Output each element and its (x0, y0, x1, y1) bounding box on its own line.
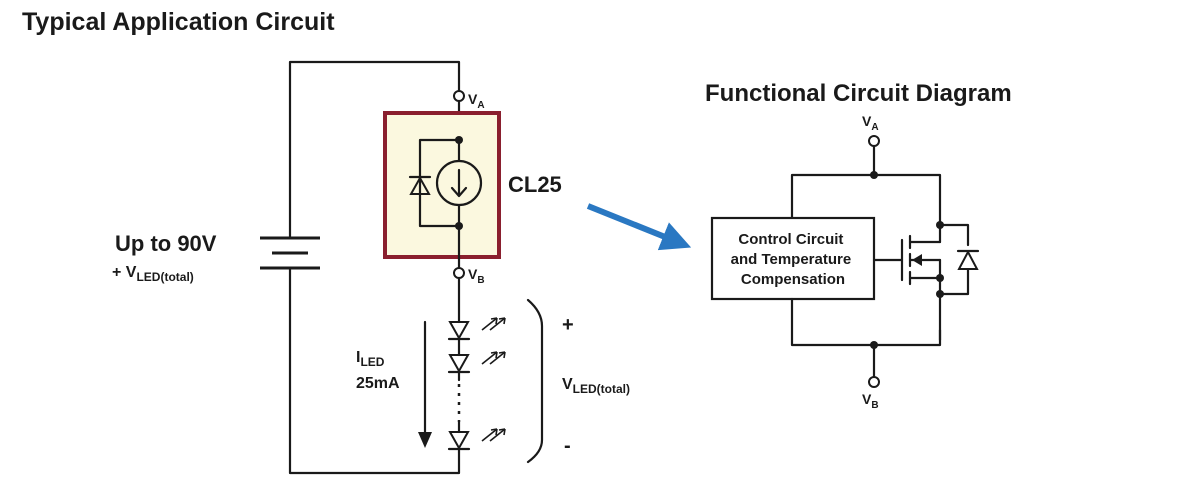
func-top-rail (790, 173, 942, 227)
iled-label: ILED (356, 349, 385, 369)
func-body-diode-icon (938, 223, 980, 296)
application-circuit: Up to 90V + VLED(total) VA CL25 (112, 60, 630, 475)
led-icon (447, 354, 471, 382)
vled-plus-label: + (562, 314, 574, 336)
terminal-va (453, 90, 465, 102)
light-emission-icon (481, 317, 506, 331)
led-string (447, 317, 506, 454)
func-vb-label: VB (862, 391, 879, 411)
left-title: Typical Application Circuit (22, 8, 335, 36)
vled-bracket (526, 298, 544, 464)
supply-vled-label: + VLED(total) (112, 264, 194, 284)
cl25-device-box (383, 111, 501, 259)
terminal-va-label: VA (468, 91, 485, 111)
control-circuit-label: Control Circuit and Temperature Compensa… (731, 231, 856, 288)
func-va-label: VA (862, 113, 879, 133)
right-title: Functional Circuit Diagram (705, 80, 1012, 107)
iled-value: 25mA (356, 375, 400, 392)
battery-symbol (260, 236, 320, 270)
light-emission-icon (481, 428, 506, 442)
device-name-label: CL25 (508, 172, 562, 197)
cl25-internal (408, 136, 483, 270)
terminal-vb (453, 267, 465, 279)
functional-circuit: VA Control Circuit and Temperature Compe… (710, 113, 980, 411)
current-direction-arrow (418, 320, 432, 448)
vled-total-label: VLED(total) (562, 376, 630, 396)
terminal-vb-label: VB (468, 266, 485, 286)
led-icon (447, 321, 471, 357)
light-emission-icon (481, 351, 506, 365)
expand-arrow (586, 203, 692, 251)
led-icon (447, 420, 471, 454)
wire-top (288, 60, 461, 240)
vled-minus-label: - (564, 435, 571, 457)
wire-bottom (288, 266, 461, 475)
func-terminal-va (868, 135, 880, 147)
control-circuit-box (710, 216, 876, 301)
supply-voltage-label: Up to 90V (115, 231, 217, 256)
current-source-icon (435, 159, 483, 207)
func-bottom-rail (790, 297, 942, 347)
mosfet-icon (900, 221, 944, 342)
body-diode-icon (409, 175, 431, 195)
func-terminal-vb (868, 376, 880, 388)
